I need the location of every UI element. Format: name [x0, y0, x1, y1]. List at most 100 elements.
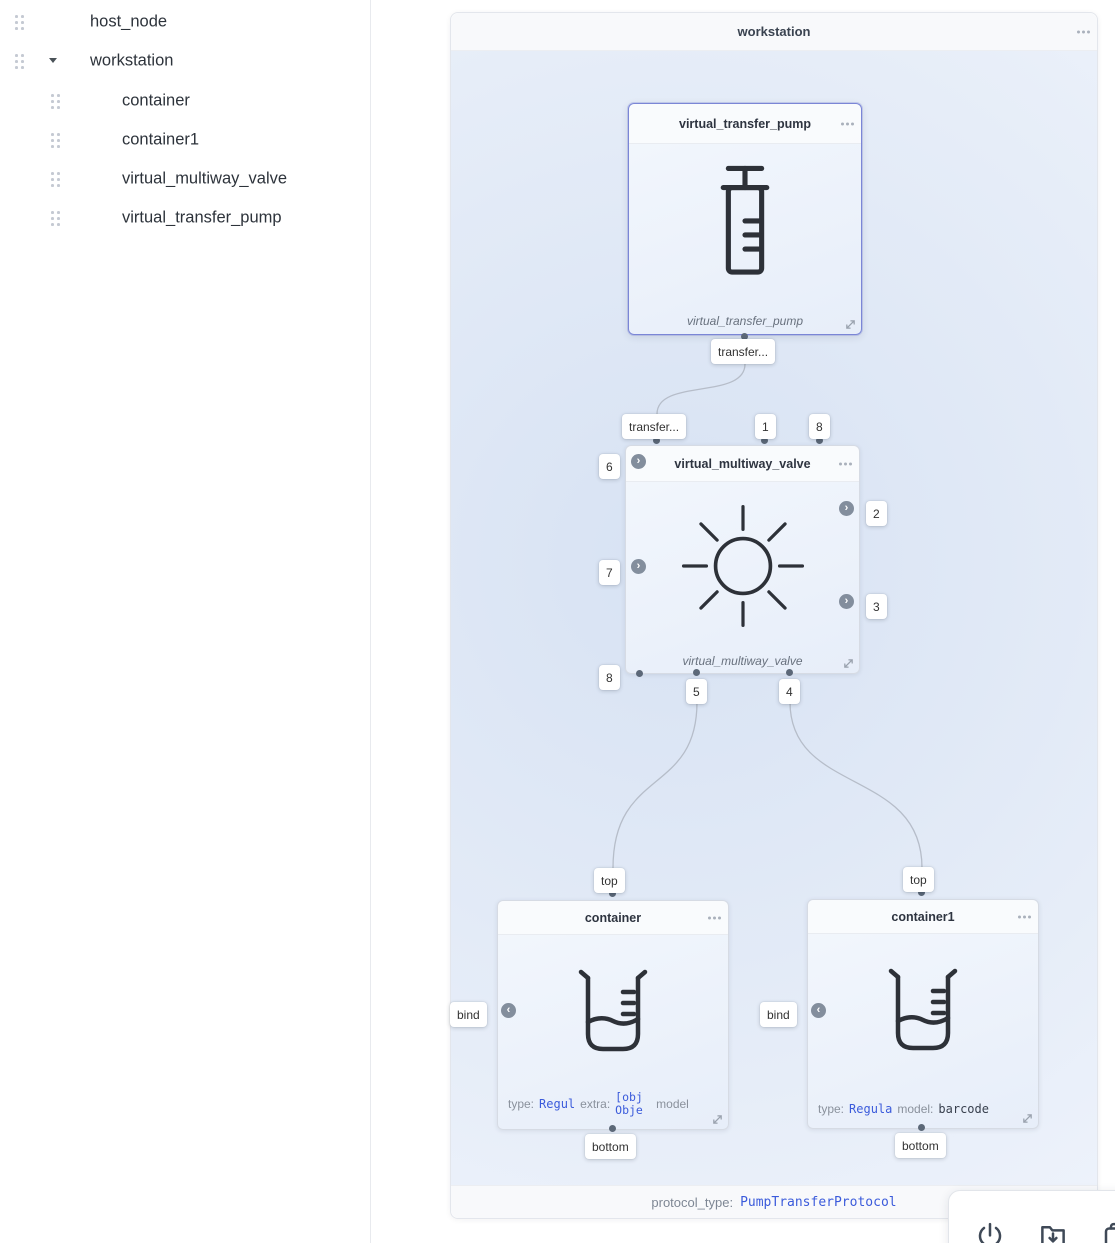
port-dot[interactable]: [636, 670, 643, 677]
workstation-title: workstation: [737, 24, 811, 39]
syringe-icon: [720, 165, 770, 275]
port-valve-1[interactable]: 1: [755, 414, 776, 439]
port-valve-8-top[interactable]: 8: [809, 414, 830, 439]
workstation-panel-header: workstation: [451, 13, 1097, 51]
port-valve-7[interactable]: 7: [599, 560, 620, 585]
node-body: [498, 935, 728, 1129]
protocol-type-key: protocol_type:: [651, 1194, 734, 1210]
port-dot[interactable]: [761, 437, 768, 444]
drag-handle-icon[interactable]: [51, 94, 54, 97]
port-dot[interactable]: [609, 1125, 616, 1132]
port-container-top[interactable]: top: [594, 868, 625, 893]
node-title: virtual_multiway_valve: [674, 456, 811, 471]
prop-value[interactable]: barcode: [938, 1102, 989, 1116]
tree-item-container1[interactable]: container1: [0, 125, 370, 155]
more-options-icon[interactable]: [1082, 30, 1085, 33]
port-valve-2[interactable]: 2: [866, 501, 887, 526]
port-valve-3[interactable]: 3: [866, 594, 887, 619]
drag-handle-icon[interactable]: [15, 15, 18, 18]
protocol-type-value[interactable]: PumpTransferProtocol: [740, 1194, 897, 1210]
port-container1-top[interactable]: top: [903, 867, 934, 892]
resize-handle-icon[interactable]: [1022, 1113, 1033, 1124]
tree-item-virtual-multiway-valve[interactable]: virtual_multiway_valve: [0, 164, 370, 194]
node-body: [629, 144, 861, 308]
node-subtitle: virtual_transfer_pump: [629, 308, 861, 334]
power-icon: [978, 1222, 1002, 1243]
prop-key: type:: [818, 1102, 845, 1116]
port-pump-transfer[interactable]: transfer...: [711, 339, 776, 364]
prop-key: model: [656, 1096, 689, 1111]
node-title: virtual_transfer_pump: [679, 116, 811, 131]
node-container[interactable]: container type: Regul extra: [obj Obje m…: [497, 900, 729, 1130]
port-valve-5[interactable]: 5: [686, 679, 707, 704]
chevron-left-port-icon[interactable]: [811, 1003, 826, 1018]
port-container-bind[interactable]: bind: [450, 1002, 487, 1027]
prop-value[interactable]: Regula: [849, 1102, 893, 1116]
copy-icon: [1104, 1222, 1115, 1243]
port-dot[interactable]: [653, 437, 660, 444]
port-container-bottom[interactable]: bottom: [585, 1134, 636, 1159]
resize-handle-icon[interactable]: [712, 1114, 723, 1125]
port-valve-4[interactable]: 4: [779, 679, 800, 704]
power-button[interactable]: [975, 1221, 1005, 1243]
node-body: [808, 934, 1038, 1128]
node-virtual-multiway-valve[interactable]: virtual_multiway_valve virtual_multiway_…: [625, 445, 860, 674]
port-container1-bind[interactable]: bind: [760, 1002, 797, 1027]
node-container1[interactable]: container1 type: Regula model: barcode: [807, 899, 1039, 1129]
port-valve-6[interactable]: 6: [599, 454, 620, 479]
valve-sun-icon: [681, 504, 804, 627]
save-folder-icon: [1041, 1226, 1065, 1243]
prop-key: type:: [508, 1096, 535, 1111]
drag-handle-icon[interactable]: [15, 54, 18, 57]
tree-item-container[interactable]: container: [0, 86, 370, 116]
node-props: type: Regula model: barcode: [808, 1094, 1038, 1128]
more-options-icon[interactable]: [713, 916, 716, 919]
node-header: container1: [808, 900, 1038, 934]
save-button[interactable]: [1037, 1221, 1069, 1243]
drag-handle-icon[interactable]: [51, 172, 54, 175]
port-valve-transfer[interactable]: transfer...: [622, 414, 687, 439]
prop-value[interactable]: [obj Obje: [615, 1089, 643, 1117]
port-dot[interactable]: [693, 669, 700, 676]
tree-item-workstation[interactable]: workstation: [0, 46, 370, 76]
node-virtual-transfer-pump[interactable]: virtual_transfer_pump virtual_transfer_p…: [628, 103, 862, 335]
more-options-icon[interactable]: [846, 122, 849, 125]
chevron-right-port-icon[interactable]: [631, 559, 646, 574]
canvas-toolbar: [948, 1190, 1115, 1243]
chevron-right-port-icon[interactable]: [839, 501, 854, 516]
more-options-icon[interactable]: [844, 462, 847, 465]
tree-item-label: host_node: [90, 12, 168, 31]
resize-handle-icon[interactable]: [845, 319, 856, 330]
tree-item-label: virtual_multiway_valve: [122, 169, 288, 188]
node-body: [626, 482, 859, 649]
resize-handle-icon[interactable]: [843, 658, 854, 669]
chevron-left-port-icon[interactable]: [501, 1003, 516, 1018]
node-header: container: [498, 901, 728, 935]
prop-value[interactable]: Regul: [539, 1096, 576, 1111]
prop-key: model:: [897, 1102, 934, 1116]
port-dot[interactable]: [816, 437, 823, 444]
drag-handle-icon[interactable]: [51, 211, 54, 214]
port-dot[interactable]: [609, 890, 616, 897]
node-header: virtual_transfer_pump: [629, 104, 861, 144]
port-valve-8-left[interactable]: 8: [599, 665, 620, 690]
tree-item-label: container: [122, 91, 190, 110]
copy-button[interactable]: [1101, 1221, 1115, 1243]
port-container1-bottom[interactable]: bottom: [895, 1133, 946, 1158]
collapse-caret-icon[interactable]: [49, 58, 57, 63]
beaker-icon: [578, 969, 648, 1052]
drag-handle-icon[interactable]: [51, 133, 54, 136]
port-dot[interactable]: [786, 669, 793, 676]
tree-item-label: container1: [122, 130, 200, 149]
port-dot[interactable]: [741, 333, 748, 340]
more-options-icon[interactable]: [1023, 915, 1026, 918]
node-props: type: Regul extra: [obj Obje model: [498, 1083, 728, 1129]
port-dot[interactable]: [918, 889, 925, 896]
chevron-right-port-icon[interactable]: [631, 454, 646, 469]
tree-item-virtual-transfer-pump[interactable]: virtual_transfer_pump: [0, 203, 370, 233]
node-header: virtual_multiway_valve: [626, 446, 859, 482]
chevron-right-port-icon[interactable]: [839, 594, 854, 609]
tree-item-host-node[interactable]: host_node: [0, 7, 370, 37]
port-dot[interactable]: [918, 1124, 925, 1131]
